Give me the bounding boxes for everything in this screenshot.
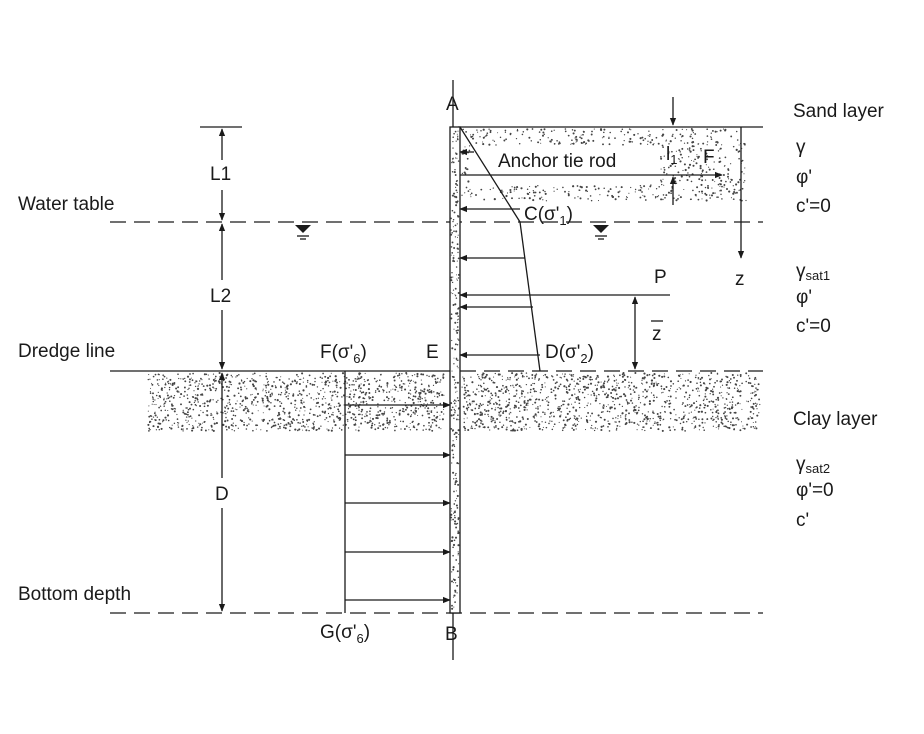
label-l1: l1 bbox=[666, 144, 677, 167]
label-p: P bbox=[654, 267, 667, 288]
label-e: E bbox=[426, 342, 439, 363]
clay-cohesion: c' bbox=[796, 510, 809, 531]
label-z: z bbox=[735, 269, 745, 290]
label-anchor-tie-rod: Anchor tie rod bbox=[498, 151, 616, 172]
label-l2-dim: L2 bbox=[210, 286, 231, 307]
clay-fill bbox=[147, 371, 761, 432]
label-l1-dim: L1 bbox=[210, 164, 231, 185]
label-g-sigma6: G(σ'6) bbox=[320, 622, 370, 646]
sand-sat-phi: φ' bbox=[796, 287, 812, 308]
wall-fill bbox=[450, 130, 460, 610]
label-bottom-depth: Bottom depth bbox=[18, 584, 131, 605]
sand-cohesion: c'=0 bbox=[796, 196, 831, 217]
water-table-symbol-left bbox=[295, 225, 311, 240]
label-d-sigma2: D(σ'2) bbox=[545, 342, 594, 366]
label-f: F bbox=[703, 147, 715, 168]
label-water-table: Water table bbox=[18, 194, 114, 215]
label-zbar: z bbox=[652, 324, 662, 345]
water-table-symbol-right bbox=[593, 225, 609, 240]
label-c-sigma1: C(σ'1) bbox=[524, 204, 573, 228]
label-a: A bbox=[446, 94, 459, 115]
label-dredge-line: Dredge line bbox=[18, 341, 115, 362]
sand-layer-title: Sand layer bbox=[793, 101, 885, 122]
sand-phi: φ' bbox=[796, 167, 812, 188]
label-b: B bbox=[445, 624, 458, 645]
sand-sat-cohesion: c'=0 bbox=[796, 316, 831, 337]
sand-pressure-diagram bbox=[459, 126, 541, 372]
sand-sat-gamma: γsat1 bbox=[796, 261, 830, 283]
sand-gamma: γ bbox=[796, 137, 806, 158]
sheet-pile-wall bbox=[449, 126, 461, 614]
clay-layer-title: Clay layer bbox=[793, 409, 878, 430]
clay-phi: φ'=0 bbox=[796, 480, 834, 501]
clay-gamma: γsat2 bbox=[796, 454, 830, 476]
label-d-dim: D bbox=[215, 484, 229, 505]
label-f-sigma6: F(σ'6) bbox=[320, 342, 367, 366]
sand-fill bbox=[461, 128, 747, 202]
